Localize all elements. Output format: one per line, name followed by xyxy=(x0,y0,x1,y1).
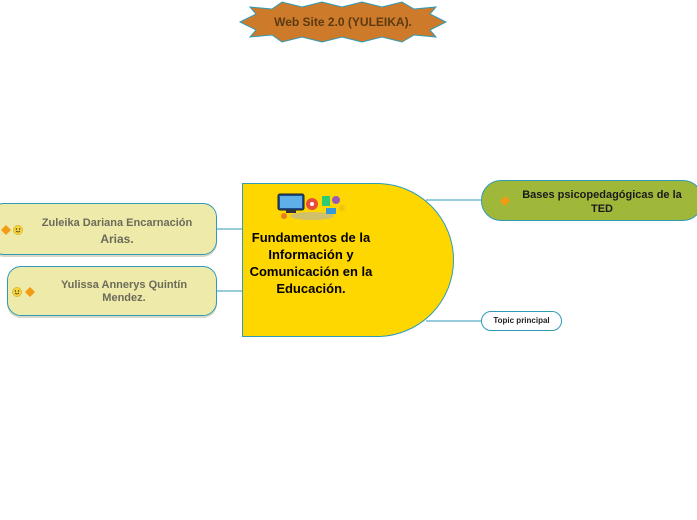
subtopic-zuleika[interactable]: Zuleika Dariana Encarnación Arias. xyxy=(0,203,217,255)
subtopic-bases-label: Bases psicopedagógicas de la TED xyxy=(522,189,682,215)
orange-diamond-icon xyxy=(1,225,11,235)
subtopic-zuleika-line2: Arias. xyxy=(100,232,134,246)
multimedia-image xyxy=(277,193,345,220)
central-topic-label: Fundamentos de la Información y Comunica… xyxy=(249,230,373,296)
subtopic-topic-label: Topic principal xyxy=(493,316,550,325)
subtopic-yulissa[interactable]: Yulissa Annerys Quintín Mendez. xyxy=(7,266,217,316)
subtopic-bases-psicopedagogicas[interactable]: Bases psicopedagógicas de la TED xyxy=(481,180,697,221)
smiley-icon xyxy=(12,287,22,297)
title-burst-shape xyxy=(238,1,448,43)
smiley-icon xyxy=(13,225,23,235)
orange-diamond-icon xyxy=(500,196,510,206)
central-topic[interactable] xyxy=(242,183,454,337)
subtopic-topic-principal[interactable]: Topic principal xyxy=(481,311,562,331)
orange-diamond-icon xyxy=(25,287,35,297)
title-burst-label[interactable]: Web Site 2.0 (YULEIKA). xyxy=(274,15,412,29)
subtopic-zuleika-line1: Zuleika Dariana Encarnación xyxy=(41,217,193,229)
subtopic-yulissa-label: Yulissa Annerys Quintín Mendez. xyxy=(60,279,188,304)
